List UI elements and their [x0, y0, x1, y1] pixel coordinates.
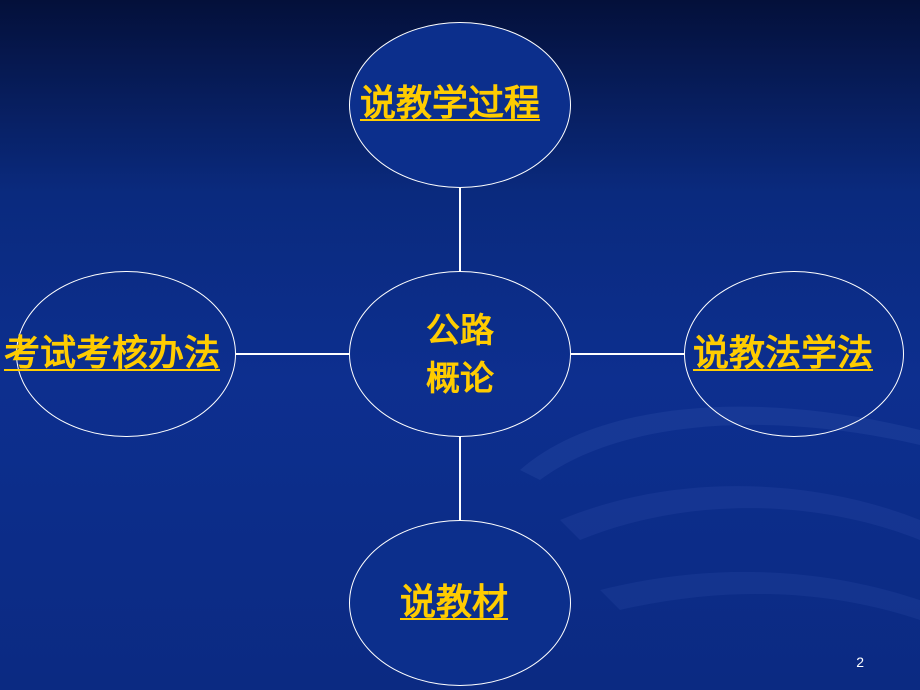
- node-bottom: [349, 520, 571, 686]
- node-left: [16, 271, 236, 437]
- center-title-line1: 公路: [426, 311, 494, 351]
- node-center: [349, 271, 571, 437]
- page-number: 2: [856, 654, 864, 670]
- link-teaching-process[interactable]: 说教学过程: [360, 83, 541, 124]
- center-title-line2: 概论: [426, 358, 494, 399]
- link-teaching-methods[interactable]: 说教法学法: [693, 333, 874, 374]
- link-exam-assessment[interactable]: 考试考核办法: [4, 333, 221, 374]
- node-right: [684, 271, 904, 437]
- node-top: [349, 22, 571, 188]
- link-teaching-material[interactable]: 说教材: [400, 582, 509, 623]
- center-title: 公路 概论: [400, 308, 520, 403]
